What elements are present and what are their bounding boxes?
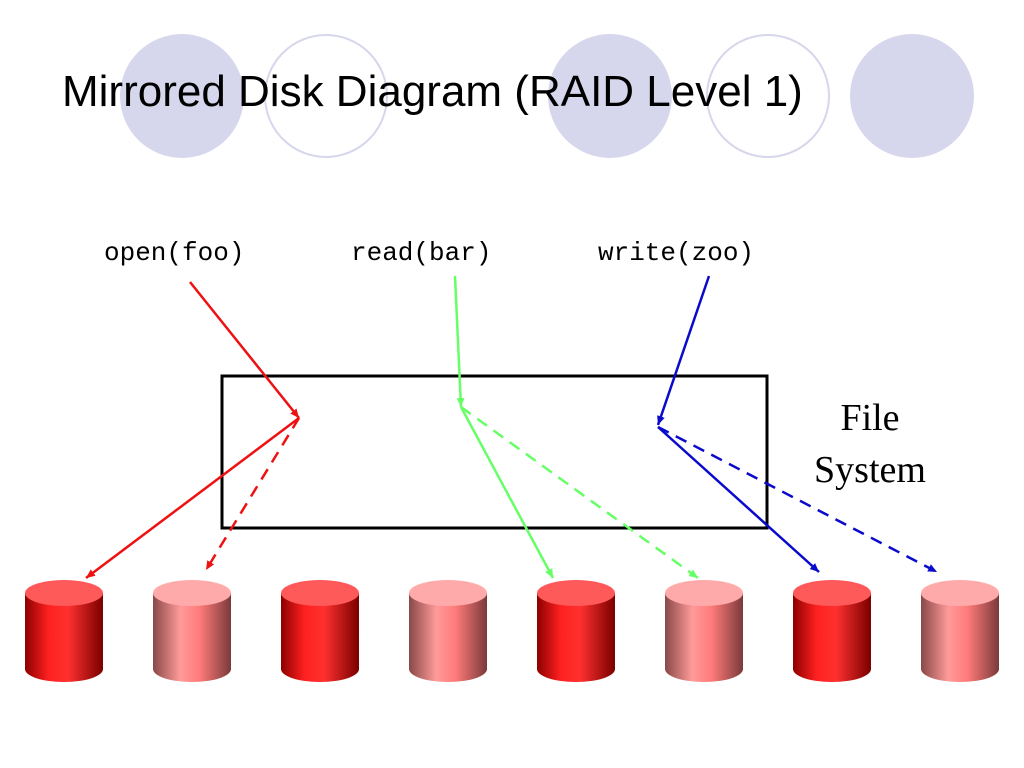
call-write-label: write(zoo) <box>598 238 755 268</box>
disk-top <box>25 580 103 606</box>
disk-body <box>409 593 487 682</box>
slide-title: Mirrored Disk Diagram (RAID Level 1) <box>62 67 803 116</box>
disk-top <box>921 580 999 606</box>
disk-body <box>665 593 743 682</box>
disk-top <box>153 580 231 606</box>
call-open-label: open(foo) <box>104 238 245 268</box>
disk-body <box>921 593 999 682</box>
disk-body <box>281 593 359 682</box>
disk-body <box>25 593 103 682</box>
write-mirror-arrow <box>657 425 938 574</box>
primary-disk <box>793 580 871 682</box>
decor-circle <box>548 34 672 158</box>
primary-disk <box>25 580 103 682</box>
read-primary-arrow <box>459 406 555 579</box>
open-request-arrow <box>189 281 300 419</box>
decor-circle <box>264 34 388 158</box>
file-system-label: File System <box>800 392 940 496</box>
disk-top <box>665 580 743 606</box>
decor-circle <box>706 34 830 158</box>
open-primary-arrow <box>85 417 300 579</box>
decor-circle <box>850 34 974 158</box>
disk-top <box>409 580 487 606</box>
mirror-disk <box>153 580 231 682</box>
disk-body <box>793 593 871 682</box>
read-request-arrow <box>453 275 465 408</box>
mirror-disk <box>921 580 999 682</box>
disk-body <box>153 593 231 682</box>
mirror-disk <box>665 580 743 682</box>
write-request-arrow <box>656 275 711 426</box>
decor-circle <box>120 34 244 158</box>
file-system-box <box>220 374 769 530</box>
primary-disk <box>537 580 615 682</box>
call-read-label: read(bar) <box>351 238 492 268</box>
disk-top <box>537 580 615 606</box>
primary-disk <box>281 580 359 682</box>
disk-top <box>793 580 871 606</box>
file-system-label-line: File <box>840 397 900 439</box>
disk-body <box>537 593 615 682</box>
file-system-label-line: System <box>814 449 926 491</box>
write-primary-arrow <box>657 426 820 573</box>
mirror-disk <box>409 580 487 682</box>
disk-top <box>281 580 359 606</box>
open-mirror-arrow <box>204 417 301 571</box>
read-mirror-arrow <box>460 405 699 580</box>
